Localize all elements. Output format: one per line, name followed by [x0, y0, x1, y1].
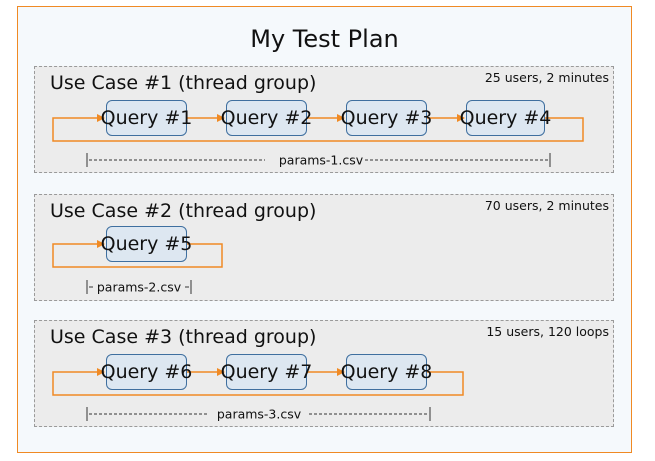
thread-group-title: Use Case #1 (thread group) [50, 72, 317, 94]
plan-title: My Test Plan [250, 25, 399, 53]
query-node[interactable]: Query #8 [341, 354, 432, 390]
query-node[interactable]: Query #4 [460, 100, 551, 136]
loop-connector [52, 368, 464, 421]
csv-data-set[interactable]: params-3.csv [216, 406, 302, 422]
thread-group-title: Use Case #2 (thread group) [50, 200, 317, 222]
loop-connector [52, 114, 584, 167]
csv-data-set[interactable]: params-1.csv [278, 152, 364, 168]
thread-group-settings: 25 users, 2 minutes [484, 70, 609, 85]
query-node[interactable]: Query #6 [101, 354, 192, 390]
query-node[interactable]: Query #1 [101, 100, 192, 136]
loop-connector [52, 240, 223, 294]
thread-group-settings: 15 users, 120 loops [486, 324, 609, 339]
thread-group-title: Use Case #3 (thread group) [50, 326, 317, 348]
query-node[interactable]: Query #3 [341, 100, 432, 136]
csv-data-set[interactable]: params-2.csv [96, 279, 182, 295]
thread-group-settings: 70 users, 2 minutes [484, 198, 609, 213]
thread-group-2[interactable]: Use Case #2 (thread group) 70 users, 2 m… [34, 194, 614, 301]
query-node[interactable]: Query #2 [221, 100, 312, 136]
thread-group-1[interactable]: Use Case #1 (thread group) 25 users, 2 m… [34, 66, 614, 173]
query-node[interactable]: Query #7 [221, 354, 312, 390]
thread-group-3[interactable]: Use Case #3 (thread group) 15 users, 120… [34, 320, 614, 427]
query-node[interactable]: Query #5 [101, 226, 192, 262]
